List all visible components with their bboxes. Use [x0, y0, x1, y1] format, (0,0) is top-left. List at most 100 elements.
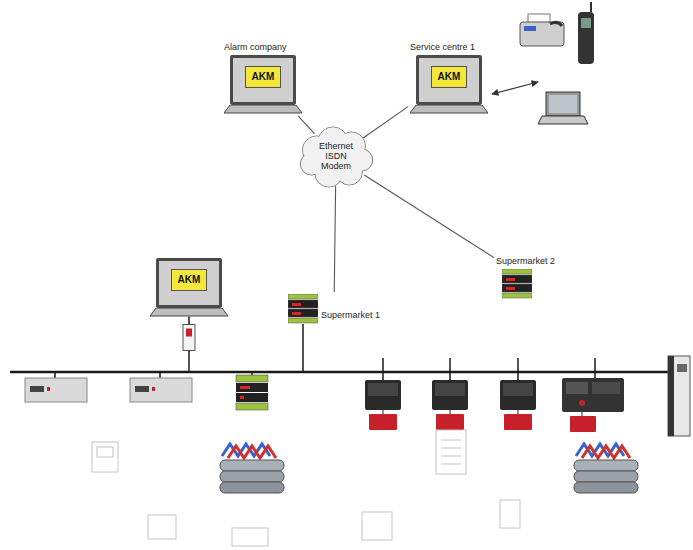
case-controller	[500, 380, 536, 410]
evaporator-coil	[228, 446, 276, 458]
field-bus	[54, 372, 56, 378]
site-label: Supermarket 1	[321, 310, 380, 320]
laptop-keyboard	[410, 105, 488, 114]
interface-converter	[183, 325, 195, 351]
faint-sketch	[500, 500, 520, 528]
case-controller	[435, 383, 465, 396]
site-label: Supermarket 2	[496, 256, 555, 266]
network-link	[298, 116, 315, 134]
gateway-stack	[240, 396, 244, 399]
faint-sketch	[148, 515, 176, 539]
gateway-icon	[288, 318, 318, 323]
double-arrow	[492, 82, 538, 94]
gateway-icon	[502, 284, 532, 292]
gateway-icon	[292, 312, 301, 315]
evaporator-coil	[220, 471, 284, 482]
pack-controller	[570, 416, 596, 432]
frequency-converter	[677, 364, 687, 372]
pack-controller	[592, 382, 620, 394]
gateway-unit: Supermarket 2	[496, 256, 555, 299]
gateway-stack	[236, 375, 268, 410]
gateway-icon	[506, 287, 515, 290]
network-link	[334, 186, 335, 292]
evaporator-coil	[582, 446, 630, 458]
laptop-keyboard	[224, 105, 302, 113]
laptop-keyboard	[224, 105, 302, 114]
laptop-body: AKM	[224, 55, 302, 114]
gateway-icon	[502, 293, 532, 298]
site-label: Alarm company	[224, 42, 302, 52]
gateway-stack	[236, 403, 268, 410]
software-label: AKM	[245, 66, 282, 88]
fax-machine	[520, 14, 564, 46]
frequency-converter	[668, 356, 690, 436]
workstation-laptop: Alarm companyAKM	[224, 42, 302, 114]
evaporator-coil	[574, 460, 638, 471]
laptop-body: AKM	[410, 55, 488, 114]
gateway-stack	[240, 386, 250, 389]
mobile-phone	[581, 18, 591, 28]
bus-drop-wire	[188, 317, 190, 325]
io-module	[152, 387, 155, 391]
fax-machine	[520, 22, 564, 46]
evaporator-coil	[574, 444, 638, 493]
gateway-icon	[502, 269, 532, 299]
laptop-screen: AKM	[230, 55, 296, 105]
case-controller	[504, 414, 532, 430]
faint-sketch	[92, 430, 520, 546]
gateway-icon	[502, 275, 532, 283]
faint-sketch	[362, 512, 392, 540]
mobile-phone	[578, 12, 594, 64]
site-label: Service centre 1	[410, 42, 488, 52]
case-controller	[432, 380, 468, 430]
network-link	[363, 107, 408, 138]
case-controller	[432, 380, 468, 410]
io-module	[135, 386, 149, 392]
mobile-phone	[590, 2, 592, 12]
fax-machine	[524, 26, 536, 31]
gateway-unit: Supermarket 1	[288, 294, 380, 324]
field-bus	[159, 372, 161, 378]
portable-laptop	[546, 92, 580, 116]
field-bus	[251, 372, 253, 375]
evaporator-coil	[574, 482, 638, 493]
gateway-icon	[288, 294, 318, 299]
double-arrow	[492, 82, 538, 94]
pack-controller	[579, 400, 585, 406]
fax-machine	[550, 22, 562, 26]
field-bus	[517, 358, 519, 380]
network-link	[364, 175, 494, 258]
interface-converter	[183, 325, 195, 351]
case-controller	[369, 414, 397, 430]
io-module	[25, 378, 87, 402]
software-label: AKM	[171, 269, 208, 291]
mobile-phone	[578, 2, 594, 64]
io-module	[30, 386, 44, 392]
gateway-stack	[236, 393, 268, 402]
gateway-stack	[236, 375, 268, 382]
evaporator-coil	[574, 471, 638, 482]
faint-sketch	[97, 447, 113, 457]
cloud-outline	[301, 154, 322, 175]
gateway-icon	[288, 300, 318, 308]
software-label: AKM	[431, 66, 468, 88]
io-module	[130, 378, 192, 402]
field-bus	[382, 358, 384, 380]
case-controller	[383, 410, 384, 414]
faint-sketch	[441, 456, 461, 457]
laptop-keyboard	[150, 308, 228, 316]
io-module	[25, 378, 87, 402]
gateway-icon	[292, 303, 301, 306]
laptop-keyboard	[150, 308, 228, 317]
pack-controller	[566, 382, 588, 394]
faint-sketch	[441, 448, 461, 449]
pack-controller	[582, 412, 583, 416]
portable-laptop	[538, 92, 588, 124]
pack-controller	[562, 378, 624, 412]
field-bus	[10, 371, 668, 374]
field-bus	[594, 358, 596, 378]
workstation-laptop: Service centre 1 AKM	[410, 42, 488, 114]
gateway-icon	[506, 278, 515, 281]
